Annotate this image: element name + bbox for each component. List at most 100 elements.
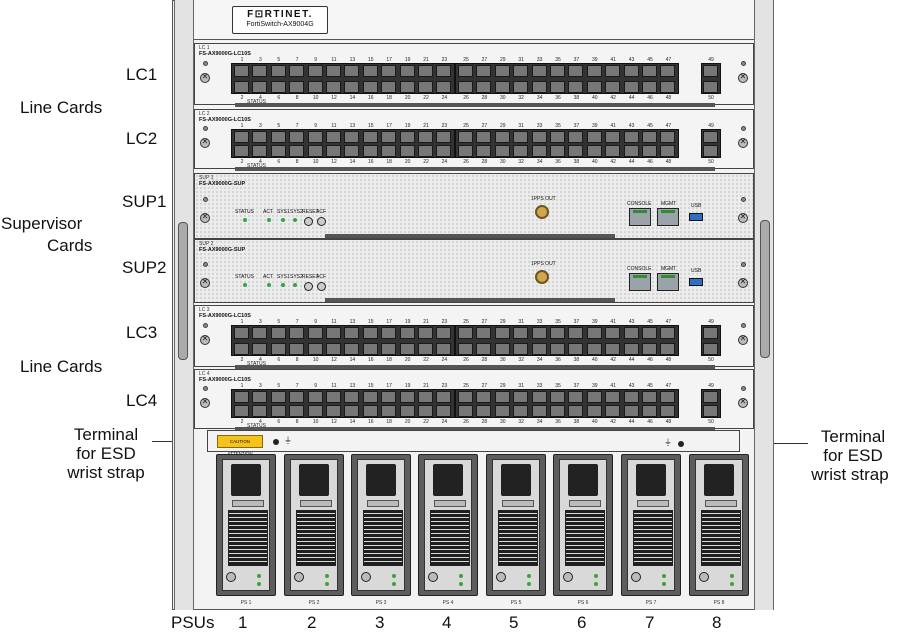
sfp-port[interactable] (418, 81, 433, 93)
sfp-port[interactable] (234, 81, 249, 93)
sfp-port[interactable] (586, 405, 602, 417)
sfp-port[interactable] (270, 343, 286, 355)
psu-bay[interactable] (689, 454, 749, 596)
sfp-port[interactable] (458, 65, 473, 77)
sfp-port[interactable] (326, 391, 341, 403)
sfp-port[interactable] (362, 65, 378, 77)
sfp-port[interactable] (381, 131, 397, 143)
sfp-port[interactable] (270, 405, 286, 417)
psu-bay[interactable] (284, 454, 344, 596)
sfp-port[interactable] (642, 81, 657, 93)
sfp-port[interactable] (344, 343, 360, 355)
mgmt-port[interactable] (657, 273, 679, 291)
sfp-port[interactable] (289, 391, 305, 403)
sfp-port[interactable] (436, 343, 452, 355)
sfp-port[interactable] (623, 145, 639, 157)
sfp-port[interactable] (234, 131, 249, 143)
sfp-port[interactable] (531, 81, 547, 93)
sfp-port[interactable] (623, 81, 639, 93)
sfp-port[interactable] (399, 145, 415, 157)
sfp-port[interactable] (476, 65, 492, 77)
sfp-port[interactable] (586, 391, 602, 403)
sfp-port[interactable] (326, 327, 341, 339)
uplink-port[interactable] (703, 343, 718, 355)
sfp-port[interactable] (494, 405, 510, 417)
psu-screw-icon[interactable] (294, 572, 304, 582)
uplink-port[interactable] (703, 81, 718, 93)
acf-button[interactable] (317, 217, 326, 226)
sfp-port[interactable] (362, 405, 378, 417)
sfp-port[interactable] (289, 131, 305, 143)
sfp-port[interactable] (344, 65, 360, 77)
sfp-port[interactable] (568, 391, 584, 403)
sfp-port[interactable] (494, 391, 510, 403)
sfp-port[interactable] (307, 343, 323, 355)
sfp-port[interactable] (418, 405, 433, 417)
sfp-port[interactable] (252, 81, 268, 93)
sfp-port[interactable] (458, 131, 473, 143)
sfp-port[interactable] (586, 145, 602, 157)
sfp-port[interactable] (586, 81, 602, 93)
psu-handle[interactable] (704, 464, 734, 496)
sfp-port[interactable] (344, 327, 360, 339)
usb-port[interactable] (689, 213, 703, 221)
psu-bay[interactable] (486, 454, 546, 596)
sfp-port[interactable] (252, 131, 268, 143)
psu-module[interactable] (290, 459, 338, 591)
sfp-port[interactable] (399, 65, 415, 77)
sfp-port[interactable] (362, 81, 378, 93)
sfp-port[interactable] (381, 327, 397, 339)
sfp-port[interactable] (436, 65, 452, 77)
sfp-port[interactable] (289, 145, 305, 157)
sfp-port[interactable] (531, 327, 547, 339)
usb-port[interactable] (689, 278, 703, 286)
sfp-port[interactable] (399, 81, 415, 93)
esd-terminal-right[interactable] (678, 441, 684, 447)
sfp-port[interactable] (399, 391, 415, 403)
sfp-port[interactable] (642, 405, 657, 417)
sfp-port[interactable] (326, 145, 341, 157)
sfp-port[interactable] (326, 343, 341, 355)
sfp-port[interactable] (513, 391, 529, 403)
sfp-port[interactable] (494, 65, 510, 77)
sfp-port[interactable] (289, 327, 305, 339)
sfp-port[interactable] (362, 391, 378, 403)
sfp-port[interactable] (513, 65, 529, 77)
sfp-port[interactable] (660, 65, 676, 77)
sfp-port[interactable] (326, 131, 341, 143)
sfp-port[interactable] (623, 131, 639, 143)
sfp-port[interactable] (344, 405, 360, 417)
sfp-port[interactable] (568, 81, 584, 93)
sfp-port[interactable] (418, 131, 433, 143)
uplink-port[interactable] (703, 131, 718, 143)
sfp-port[interactable] (234, 145, 249, 157)
sfp-port[interactable] (550, 391, 565, 403)
psu-module[interactable] (695, 459, 743, 591)
psu-screw-icon[interactable] (428, 572, 438, 582)
psu-module[interactable] (627, 459, 675, 591)
sfp-port[interactable] (513, 327, 529, 339)
sfp-port[interactable] (418, 145, 433, 157)
sfp-port[interactable] (458, 81, 473, 93)
left-screw-icon[interactable] (200, 72, 210, 83)
sfp-port[interactable] (642, 145, 657, 157)
sfp-port[interactable] (550, 405, 565, 417)
bnc-connector[interactable] (535, 270, 549, 284)
psu-handle[interactable] (501, 464, 531, 496)
sfp-port[interactable] (399, 405, 415, 417)
sfp-port[interactable] (418, 327, 433, 339)
sfp-port[interactable] (605, 391, 621, 403)
sfp-port[interactable] (234, 391, 249, 403)
sfp-port[interactable] (458, 327, 473, 339)
sfp-port[interactable] (623, 343, 639, 355)
sfp-port[interactable] (252, 327, 268, 339)
sfp-port[interactable] (381, 65, 397, 77)
sfp-port[interactable] (381, 81, 397, 93)
sfp-port[interactable] (550, 327, 565, 339)
sfp-port[interactable] (660, 131, 676, 143)
sfp-port[interactable] (344, 131, 360, 143)
reset-button[interactable] (304, 282, 313, 291)
sfp-port[interactable] (399, 327, 415, 339)
psu-handle[interactable] (299, 464, 329, 496)
sfp-port[interactable] (458, 145, 473, 157)
